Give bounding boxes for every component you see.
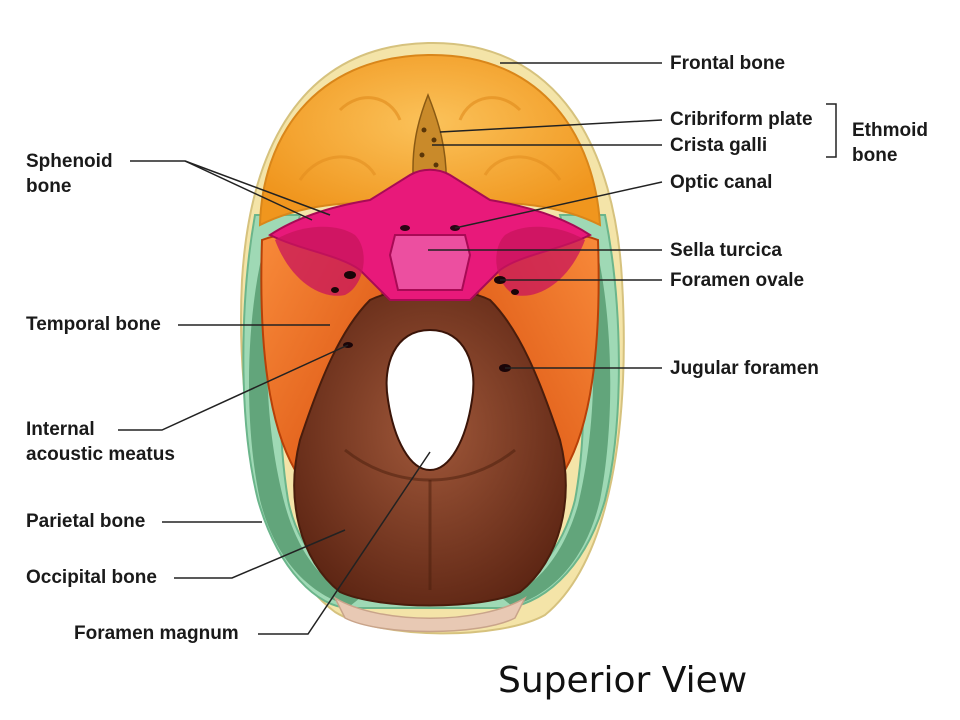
label-crista-galli: Crista galli [670,135,768,156]
leader-lines [118,62,837,635]
leader-foramen-magnum [258,451,431,635]
leader-optic [454,181,663,229]
label-frontal-bone: Frontal bone [670,53,786,74]
label-ethmoid-bone-line1: Ethmoid [852,120,928,141]
label-sphenoid-bone-line2: bone [26,176,72,197]
label-foramen-magnum: Foramen magnum [74,623,239,644]
label-parietal-bone: Parietal bone [26,511,146,532]
temporal-bone-region [260,233,600,473]
ethmoid-bracket [826,103,837,158]
leader-acoustic [118,344,349,431]
diagram-caption: Superior View [498,660,748,701]
leader-occipital [174,529,346,579]
label-jugular-foramen: Jugular foramen [670,358,819,379]
occipital-rim [333,596,527,633]
foramen-magnum-opening [385,328,475,472]
label-internal-acoustic-meatus-line2: acoustic meatus [26,444,175,465]
label-foramen-ovale: Foramen ovale [670,270,805,291]
label-internal-acoustic-meatus-line1: Internal [26,419,95,440]
sella-turcica-region [388,234,472,291]
label-sphenoid-bone-line1: Sphenoid [26,151,113,172]
leader-sphenoid-b [184,160,331,216]
label-cribriform-plate: Cribriform plate [670,109,813,130]
label-occipital-bone: Occipital bone [26,567,157,588]
label-temporal-bone: Temporal bone [26,314,161,335]
label-optic-canal: Optic canal [670,172,773,193]
leader-cribriform [439,119,663,133]
label-ethmoid-bone-line2: bone [852,145,898,166]
label-sella-turcica: Sella turcica [670,240,782,261]
